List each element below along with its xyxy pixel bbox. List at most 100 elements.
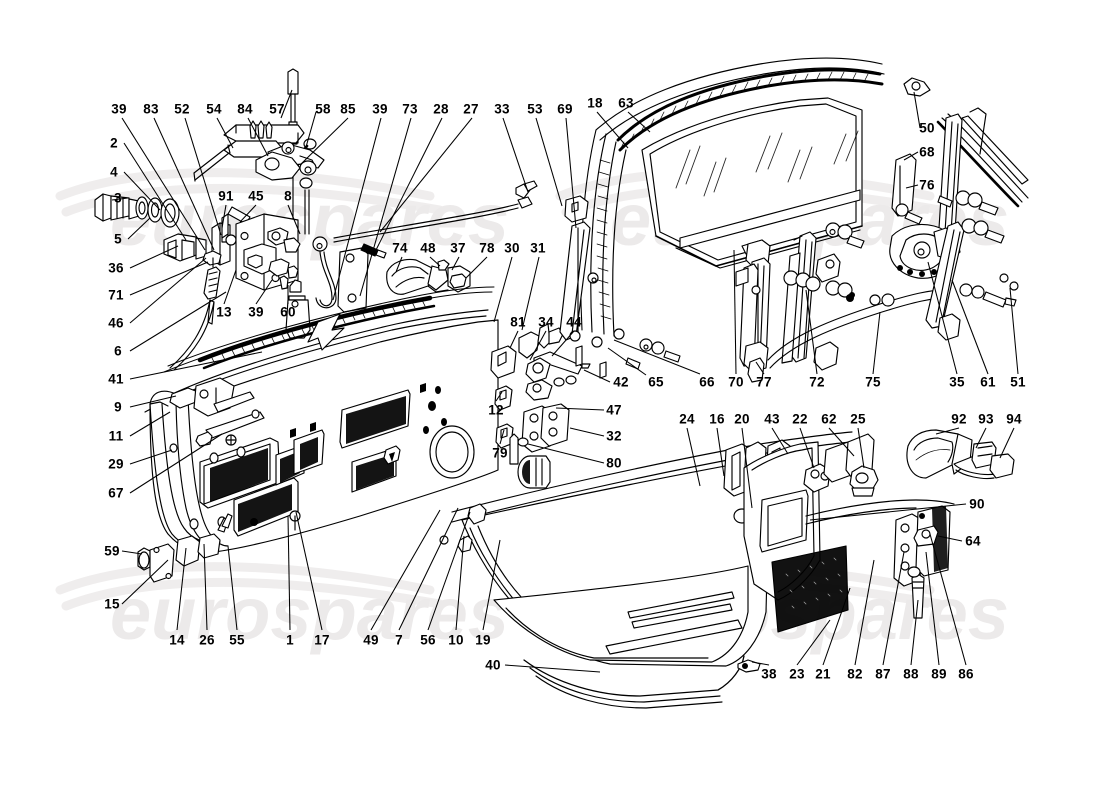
callout-number-83: 83 [143,101,159,117]
callout-number-55: 55 [229,632,245,648]
callout-number-9: 9 [114,399,122,415]
callout-number-41: 41 [108,371,124,387]
callout-number-39: 39 [111,101,127,117]
callout-number-42: 42 [613,374,629,390]
callout-number-5: 5 [114,231,122,247]
callout-number-70: 70 [728,374,744,390]
callout-number-44: 44 [566,314,582,330]
callout-number-58: 58 [315,101,331,117]
callout-number-75: 75 [865,374,881,390]
callout-number-3: 3 [114,190,122,206]
callout-number-84: 84 [237,101,253,117]
callout-number-37: 37 [450,240,466,256]
callout-number-54: 54 [206,101,222,117]
callout-number-29: 29 [108,456,124,472]
callout-number-17: 17 [314,632,330,648]
callout-number-7: 7 [395,632,403,648]
callout-number-69: 69 [557,101,573,117]
callout-number-50: 50 [919,120,935,136]
callout-number-72: 72 [809,374,825,390]
callout-number-47: 47 [606,402,622,418]
callout-number-27: 27 [463,101,479,117]
callout-number-53: 53 [527,101,543,117]
callout-number-34: 34 [538,314,554,330]
door-window-glass-and-frame [559,57,885,379]
lock-barrel-and-washers [94,193,207,262]
callout-number-49: 49 [363,632,379,648]
callout-number-57: 57 [269,101,285,117]
callout-number-20: 20 [734,411,750,427]
callout-number-11: 11 [108,428,124,444]
callout-number-2: 2 [110,135,118,151]
callout-number-38: 38 [761,666,777,682]
callout-number-89: 89 [931,666,947,682]
callout-number-82: 82 [847,666,863,682]
callout-number-18: 18 [587,95,603,111]
callout-number-8: 8 [284,188,292,204]
callout-number-87: 87 [875,666,891,682]
callout-number-65: 65 [648,374,664,390]
callout-number-31: 31 [530,240,546,256]
callout-number-66: 66 [699,374,715,390]
callout-number-14: 14 [169,632,185,648]
door-trim-panel [451,431,853,709]
callout-number-86: 86 [958,666,974,682]
callout-number-36: 36 [108,260,124,276]
callout-number-90: 90 [969,496,985,512]
callout-number-79: 79 [492,445,508,461]
watermark-group-3: eurospares [55,562,509,655]
callout-number-33: 33 [494,101,510,117]
callout-number-39: 39 [248,304,264,320]
callout-number-78: 78 [479,240,495,256]
callout-number-28: 28 [433,101,449,117]
callout-number-12: 12 [488,402,504,418]
callout-number-22: 22 [792,411,808,427]
callout-number-24: 24 [679,411,695,427]
exterior-mirror-assembly [906,429,1015,480]
callout-number-32: 32 [606,428,622,444]
callout-number-25: 25 [850,411,866,427]
callout-number-35: 35 [949,374,965,390]
callout-number-88: 88 [903,666,919,682]
callout-number-92: 92 [951,411,967,427]
callout-number-23: 23 [789,666,805,682]
callout-number-1: 1 [286,632,294,648]
door-inner-panel [144,286,499,553]
callout-number-39: 39 [372,101,388,117]
callout-number-61: 61 [980,374,996,390]
callout-number-60: 60 [280,304,296,320]
callout-number-30: 30 [504,240,520,256]
small-mounting-brackets [490,323,591,489]
door-handle-escutcheon [137,513,233,583]
callout-number-91: 91 [218,188,234,204]
door-latch-linkage-assembly [193,68,325,255]
callout-number-67: 67 [108,485,124,501]
callout-number-56: 56 [420,632,436,648]
callout-number-63: 63 [618,95,634,111]
callout-number-62: 62 [821,411,837,427]
callout-number-68: 68 [919,144,935,160]
callout-number-16: 16 [709,411,725,427]
callout-number-10: 10 [448,632,464,648]
callout-number-4: 4 [110,164,118,180]
callout-number-19: 19 [475,632,491,648]
window-motor-and-frame-rails [849,77,1029,341]
callout-number-71: 71 [108,287,124,303]
callout-number-80: 80 [606,455,622,471]
armrest-and-switch-panel [723,433,955,673]
callout-number-93: 93 [978,411,994,427]
callout-number-43: 43 [764,411,780,427]
callout-number-48: 48 [420,240,436,256]
callout-number-46: 46 [108,315,124,331]
callout-number-81: 81 [510,314,526,330]
window-regulator-assembly [735,222,947,383]
callout-number-85: 85 [340,101,356,117]
callout-number-13: 13 [216,304,232,320]
callout-number-15: 15 [104,596,120,612]
callout-number-76: 76 [919,177,935,193]
callout-number-59: 59 [104,543,120,559]
callout-number-40: 40 [485,657,501,673]
